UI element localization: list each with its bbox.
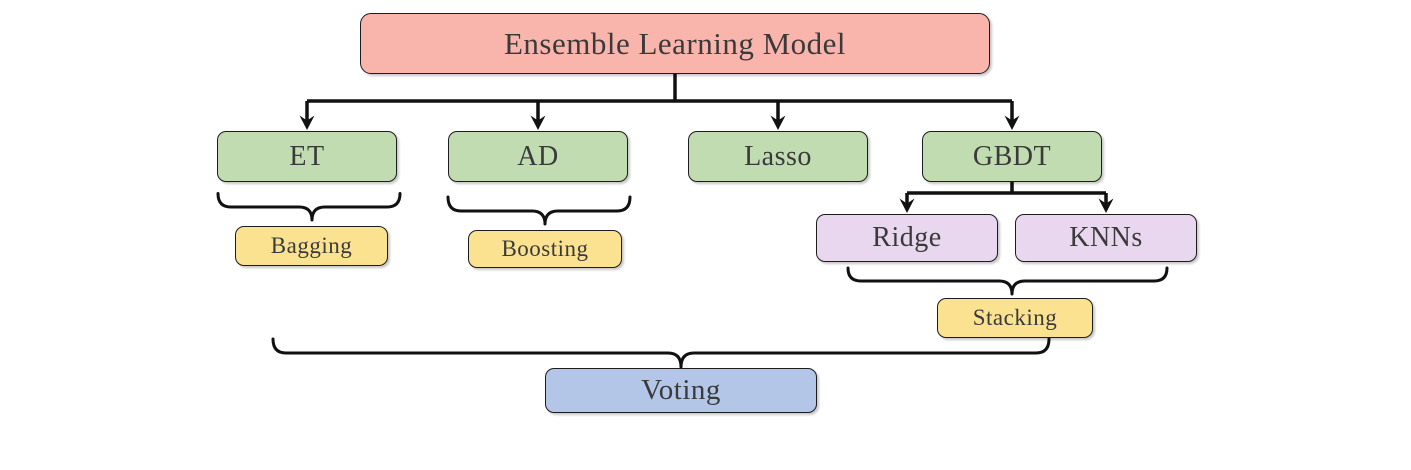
arrowhead-lasso [770, 115, 786, 130]
node-stacking: Stacking [937, 298, 1093, 338]
brace-boosting [446, 195, 632, 226]
node-knns: KNNs [1015, 214, 1197, 262]
node-lasso: Lasso [688, 131, 868, 182]
node-ensemble-learning-model: Ensemble Learning Model [360, 13, 990, 74]
node-voting: Voting [545, 368, 817, 413]
brace-stacking [846, 266, 1169, 296]
node-ad: AD [448, 131, 628, 182]
node-boosting: Boosting [468, 230, 622, 268]
arrowhead-knns [1098, 198, 1114, 213]
node-gbdt: GBDT [922, 131, 1102, 182]
node-ridge: Ridge [816, 214, 998, 262]
brace-bagging [216, 192, 402, 222]
arrowhead-ridge [899, 198, 915, 213]
node-bagging: Bagging [235, 226, 388, 266]
arrowhead-gbdt [1004, 115, 1020, 130]
brace-voting [271, 337, 1051, 369]
node-et: ET [217, 131, 397, 182]
arrowhead-et [299, 115, 315, 130]
arrowhead-ad [530, 115, 546, 130]
